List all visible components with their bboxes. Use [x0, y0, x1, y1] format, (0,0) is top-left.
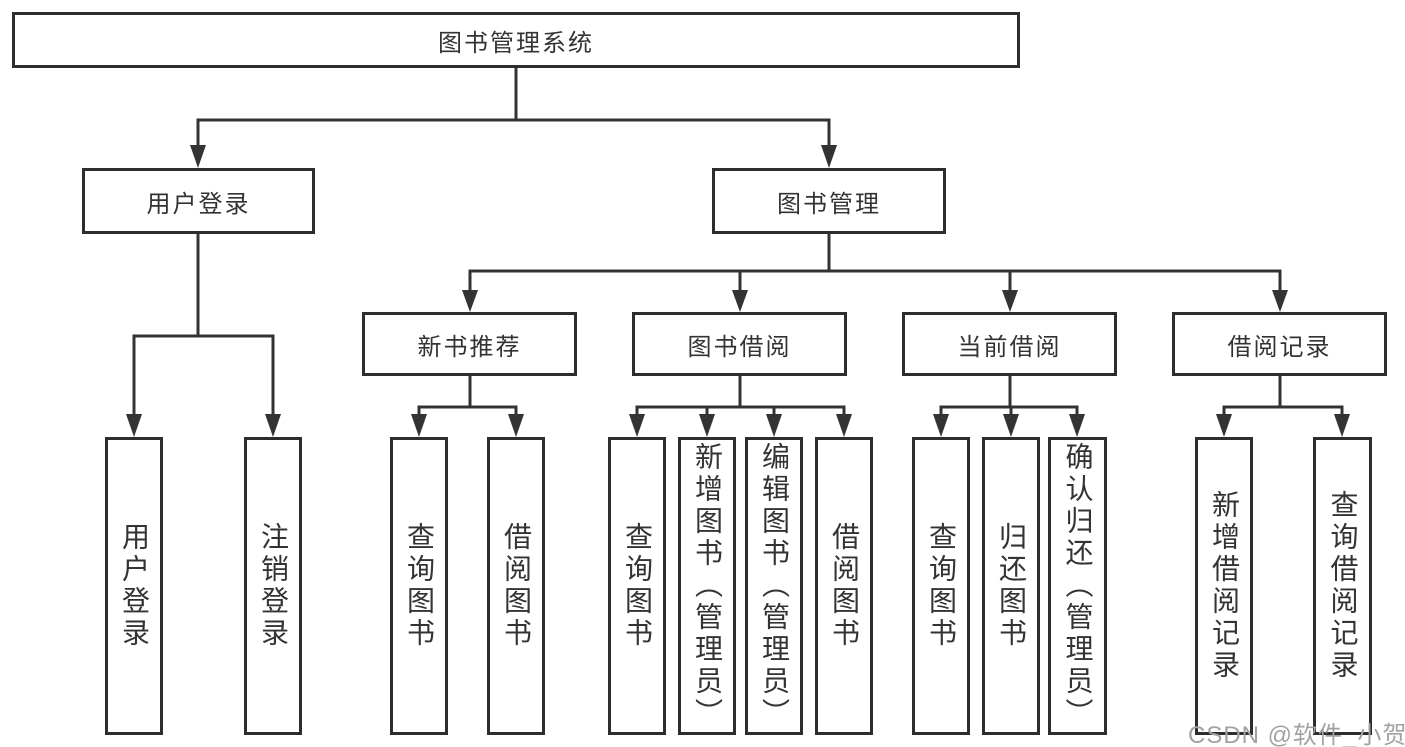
node-borrowing-records: 借阅记录 [1172, 312, 1387, 376]
node-label: 图书管理 [777, 190, 881, 218]
node-label: 用户登录 [146, 190, 251, 218]
node-label: 借阅图书 [829, 522, 860, 650]
node-label: 查询图书 [404, 522, 435, 650]
node-label: 新增借阅记录 [1209, 490, 1240, 682]
leaf-confirm-return-admin: 确认归还（管理员） [1048, 437, 1107, 735]
edge-book-mgmt-to-level3 [462, 234, 1288, 312]
node-book-management-system: 图书管理系统 [12, 12, 1020, 68]
node-label: 查询图书 [622, 522, 653, 650]
leaf-borrow-books-borrowing: 借阅图书 [815, 437, 873, 735]
node-label: 查询图书 [926, 522, 957, 650]
edge-current-borrow-to-leaves [933, 376, 1085, 437]
leaf-query-books-recommend: 查询图书 [390, 437, 448, 735]
node-label: 归还图书 [996, 522, 1027, 650]
node-label: 编辑图书（管理员） [759, 442, 790, 730]
node-label: 注销登录 [258, 522, 289, 650]
node-label: 查询借阅记录 [1327, 490, 1359, 682]
node-label: 用户登录 [119, 522, 150, 650]
leaf-query-borrow-record: 查询借阅记录 [1313, 437, 1372, 735]
node-label: 确认归还（管理员） [1062, 442, 1094, 730]
leaf-edit-books-admin: 编辑图书（管理员） [745, 437, 803, 735]
leaf-add-borrow-record: 新增借阅记录 [1195, 437, 1253, 735]
edge-root-to-level2 [190, 66, 837, 168]
node-label: 新增图书（管理员） [692, 442, 723, 730]
leaf-return-books: 归还图书 [982, 437, 1040, 735]
csdn-watermark: CSDN @软件_小贺同学 [1188, 722, 1405, 747]
edge-book-borrow-to-leaves [629, 376, 852, 437]
leaf-add-books-admin: 新增图书（管理员） [678, 437, 736, 735]
node-label: 当前借阅 [957, 333, 1062, 361]
node-current-borrowing: 当前借阅 [902, 312, 1117, 376]
edge-user-login-to-leaves [126, 234, 281, 437]
leaf-logout: 注销登录 [244, 437, 302, 735]
leaf-user-login: 用户登录 [105, 437, 163, 735]
leaf-query-books-current: 查询图书 [912, 437, 970, 735]
edge-borrow-record-to-leaves [1216, 376, 1350, 437]
node-label: 图书管理系统 [438, 29, 594, 57]
node-user-login: 用户登录 [82, 168, 315, 234]
node-label: 新书推荐 [417, 333, 522, 361]
node-book-management: 图书管理 [712, 168, 946, 234]
node-label: 借阅记录 [1227, 333, 1332, 361]
node-book-borrowing: 图书借阅 [632, 312, 847, 376]
node-label: 借阅图书 [501, 522, 532, 650]
edge-new-book-to-leaves [411, 376, 524, 437]
leaf-query-books-borrowing: 查询图书 [608, 437, 666, 735]
leaf-borrow-books-recommend: 借阅图书 [487, 437, 545, 735]
node-label: 图书借阅 [687, 333, 792, 361]
node-new-book-recommendation: 新书推荐 [362, 312, 577, 376]
